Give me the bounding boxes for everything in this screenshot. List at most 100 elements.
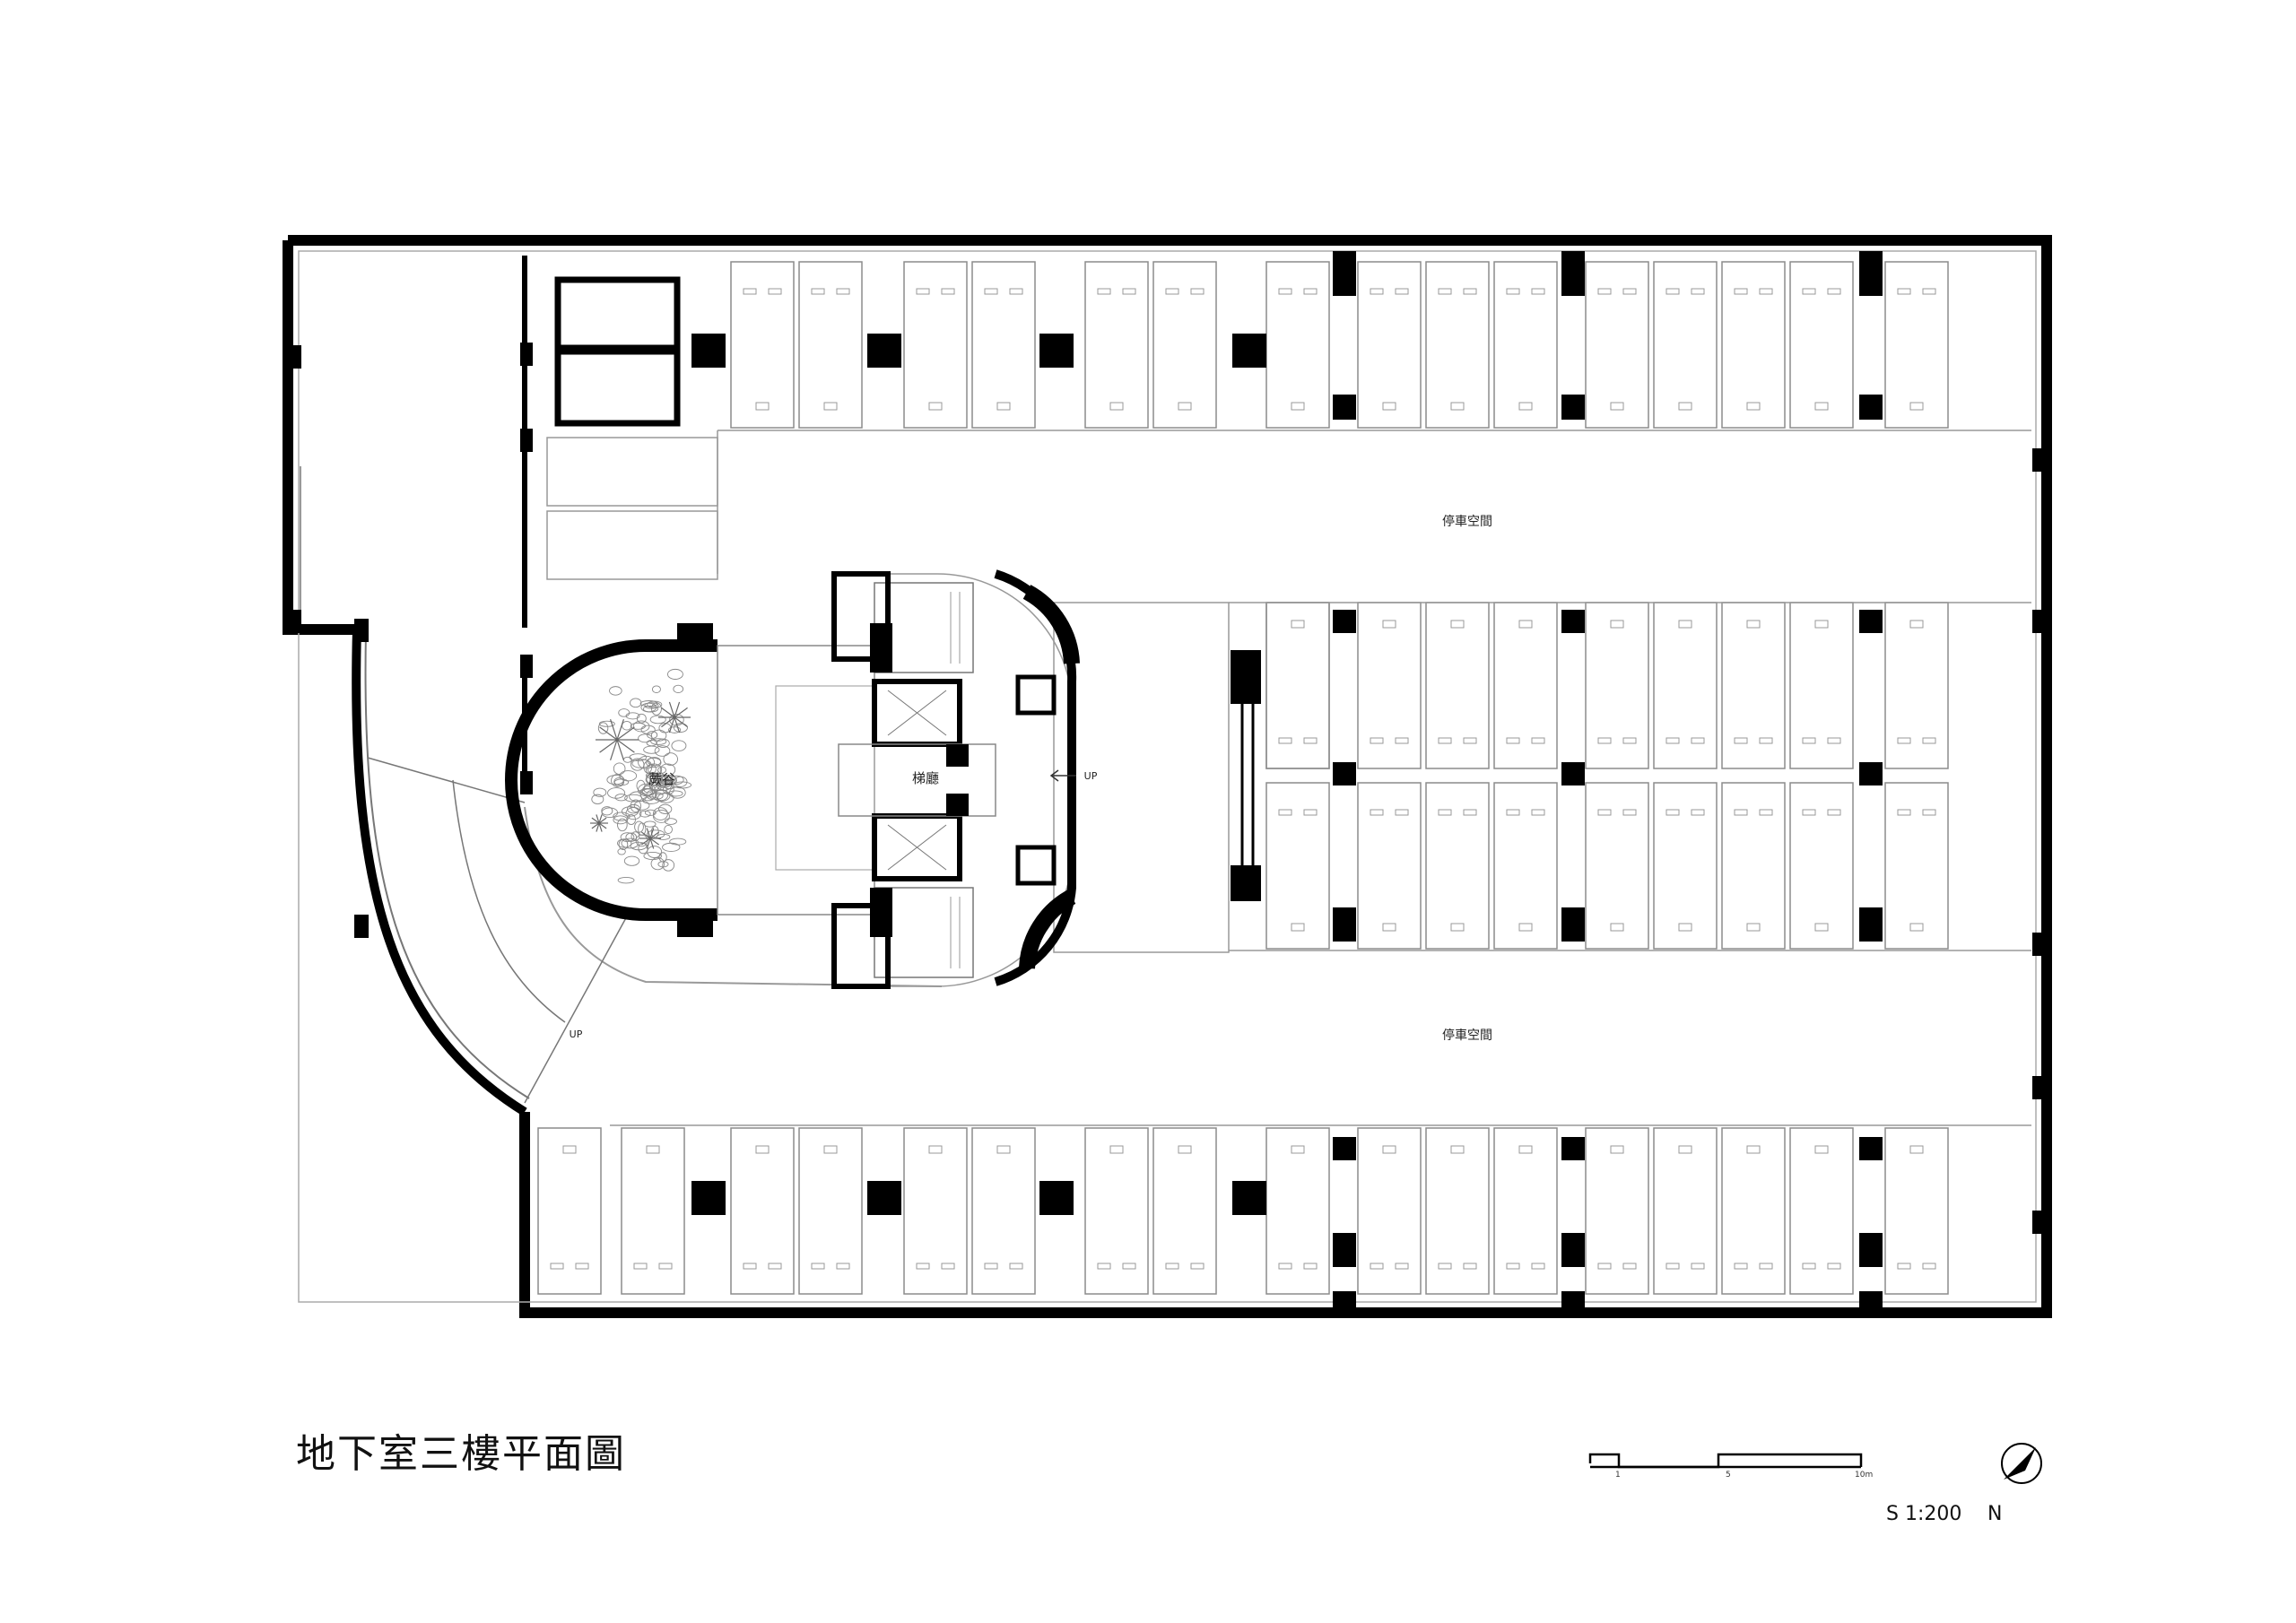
fern-frond xyxy=(599,726,618,741)
parking-bay xyxy=(1585,1127,1649,1295)
pebble xyxy=(643,852,662,861)
structural-column xyxy=(287,610,301,633)
bay-marker xyxy=(1909,620,1924,629)
pebble xyxy=(606,775,625,785)
wheel-stop xyxy=(1122,1263,1136,1270)
structural-column xyxy=(1333,1233,1356,1267)
pebble xyxy=(655,789,669,802)
pebble xyxy=(621,838,639,849)
wheel-stop xyxy=(1190,1263,1205,1270)
pebble xyxy=(597,722,609,734)
structural-column xyxy=(1333,395,1356,420)
pebble xyxy=(623,855,640,866)
pebble xyxy=(591,794,604,804)
parking-bay xyxy=(537,1127,602,1295)
wheel-stop xyxy=(1370,809,1384,816)
wheel-stop xyxy=(1665,288,1680,295)
fern-frond xyxy=(596,822,600,832)
bay-marker xyxy=(823,1145,838,1154)
fern-frond xyxy=(661,707,675,718)
pebble xyxy=(669,786,686,799)
valley-label: 蕨谷 xyxy=(648,771,675,787)
wheel-stop xyxy=(1370,1263,1384,1270)
pebble xyxy=(601,806,613,816)
bay-marker xyxy=(928,402,943,411)
structural-column xyxy=(1333,907,1356,942)
pebble xyxy=(622,756,632,763)
parking-bay xyxy=(1152,1127,1217,1295)
parking-bay xyxy=(903,1127,968,1295)
wheel-stop xyxy=(743,1263,757,1270)
wheel-stop xyxy=(1802,737,1816,744)
wheel-stop xyxy=(1278,809,1292,816)
pebble xyxy=(640,725,656,734)
pebble xyxy=(613,762,626,775)
wheel-stop xyxy=(1506,1263,1520,1270)
fern-frond xyxy=(649,828,655,839)
wheel-stop xyxy=(1097,1263,1111,1270)
fern-frond xyxy=(646,828,651,839)
wheel-stop xyxy=(1734,288,1748,295)
pebble xyxy=(657,778,672,788)
parking-bay xyxy=(798,1127,863,1295)
pebble xyxy=(650,857,665,871)
pebble xyxy=(658,852,667,863)
bay-marker xyxy=(1291,402,1305,411)
wheel-stop xyxy=(1691,737,1705,744)
bay-marker xyxy=(1909,1145,1924,1154)
wheel-stop xyxy=(1622,1263,1637,1270)
structural-column xyxy=(1561,1137,1585,1160)
parking-bay xyxy=(1721,1127,1786,1295)
pebble xyxy=(643,820,657,828)
wheel-stop xyxy=(1506,809,1520,816)
pebble xyxy=(671,740,687,751)
bay-marker xyxy=(996,1145,1011,1154)
scale-bar xyxy=(1588,1453,1863,1469)
parking-bay xyxy=(1585,782,1649,950)
wheel-stop xyxy=(1278,737,1292,744)
structural-column xyxy=(2032,933,2045,956)
parking-label-upper: 停車空間 xyxy=(1442,514,1492,529)
wheel-stop xyxy=(984,288,998,295)
parking-bay xyxy=(1721,782,1786,950)
structural-column xyxy=(1561,395,1585,420)
fern-frond xyxy=(616,726,635,741)
fern-frond xyxy=(616,718,624,741)
bay-marker xyxy=(1518,923,1533,932)
pebble xyxy=(650,729,667,742)
bay-marker xyxy=(1450,1145,1465,1154)
lobby-label: 梯廳 xyxy=(912,770,939,786)
structural-column xyxy=(2032,1076,2045,1099)
wheel-stop xyxy=(1506,288,1520,295)
wheel-stop xyxy=(1897,1263,1911,1270)
structural-column xyxy=(1561,1291,1585,1309)
up-label-lobby: UP xyxy=(1084,770,1098,782)
parking-label-lower: 停車空間 xyxy=(1442,1028,1492,1043)
structural-column xyxy=(2032,610,2045,633)
bay-marker xyxy=(1382,620,1396,629)
pebble xyxy=(627,803,640,814)
parking-bay xyxy=(1585,261,1649,429)
fern-frond xyxy=(616,739,635,753)
pebble xyxy=(667,790,683,797)
bay-marker xyxy=(1610,1145,1624,1154)
bay-marker xyxy=(1291,1145,1305,1154)
wheel-stop xyxy=(1278,288,1292,295)
wheel-stop xyxy=(550,1263,564,1270)
bay-marker xyxy=(1678,620,1692,629)
central-core xyxy=(505,569,1261,989)
bay-marker xyxy=(1518,1145,1533,1154)
bay-marker xyxy=(1909,402,1924,411)
parking-bay xyxy=(1789,1127,1854,1295)
parking-bay xyxy=(1357,261,1422,429)
fern-frond xyxy=(596,814,600,824)
fern-frond xyxy=(640,838,651,846)
parking-bay xyxy=(798,261,863,429)
wheel-stop xyxy=(1303,1263,1318,1270)
wheel-stop xyxy=(811,1263,825,1270)
wheel-stop xyxy=(1395,288,1409,295)
pebble xyxy=(617,818,628,832)
structural-column xyxy=(1859,251,1883,296)
bay-marker xyxy=(1678,1145,1692,1154)
structural-column xyxy=(520,771,533,794)
